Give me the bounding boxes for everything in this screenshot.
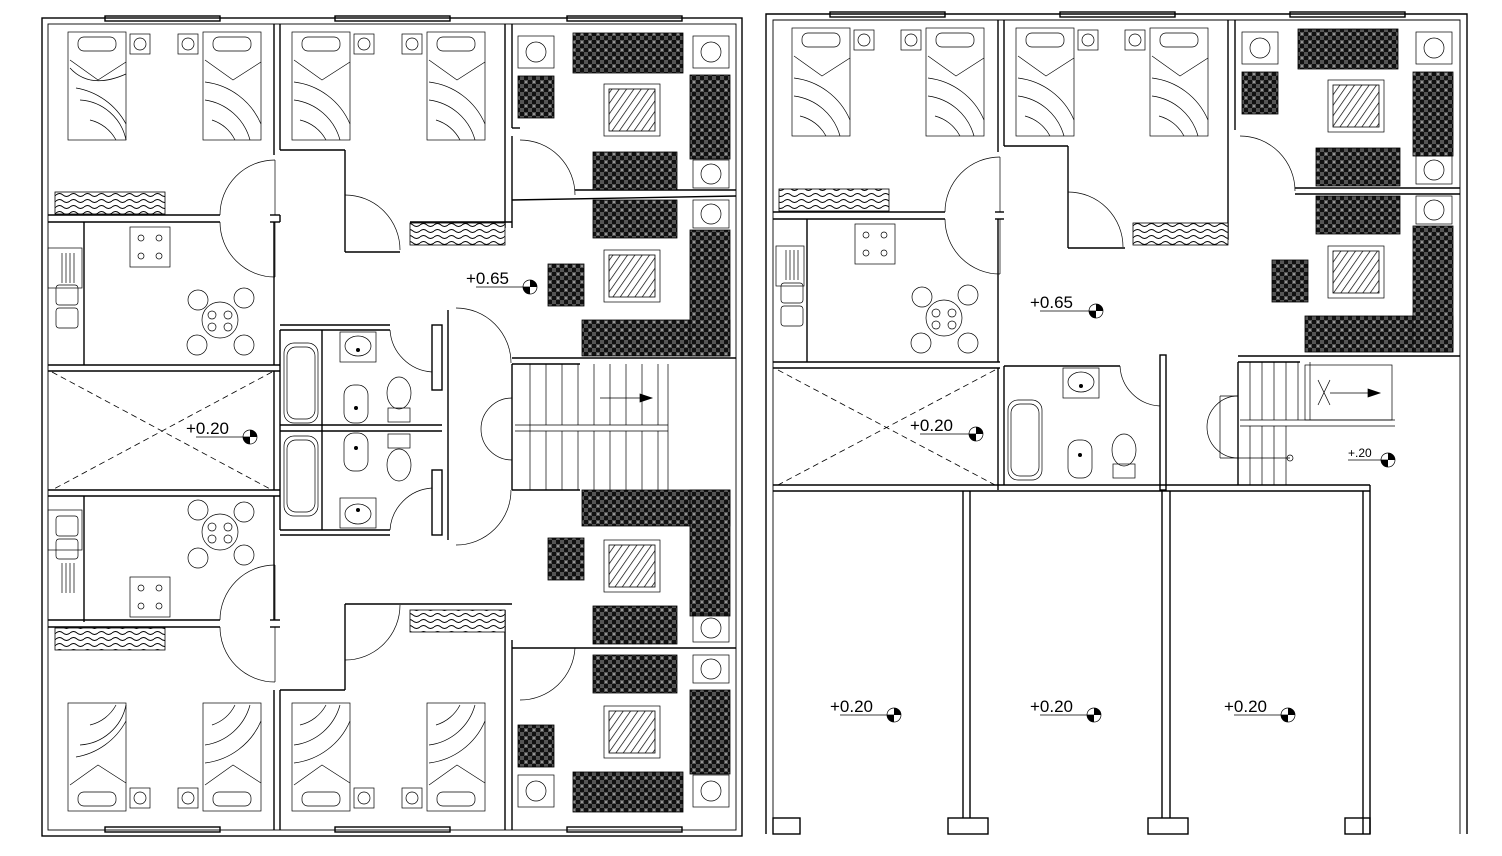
svg-text:+0.20: +0.20 <box>1224 697 1267 716</box>
bathtub-icon <box>283 435 319 517</box>
wardrobe-icon <box>778 188 890 212</box>
dining-table-icon <box>186 287 255 356</box>
window <box>566 826 683 833</box>
level-marker: +0.65 <box>466 269 538 295</box>
window <box>1059 11 1176 18</box>
armchair-icon <box>517 75 585 768</box>
svg-text:+0.65: +0.65 <box>466 269 509 288</box>
wardrobe-icon <box>1132 222 1229 246</box>
window <box>829 11 946 18</box>
level-marker: +0.20 <box>910 416 984 442</box>
bed-icon <box>791 27 1209 137</box>
svg-text:+0.20: +0.20 <box>186 419 229 438</box>
level-marker: +0.20 <box>830 697 902 723</box>
window <box>1289 11 1406 18</box>
coffee-table-icon <box>603 83 661 759</box>
dining-table-icon <box>910 284 979 354</box>
svg-text:+0.20: +0.20 <box>830 697 873 716</box>
wardrobe-icon <box>409 609 506 633</box>
window <box>566 15 683 22</box>
nightstand-icon <box>129 33 423 55</box>
nightstand-icon <box>129 787 423 809</box>
washbasin-icon <box>1062 367 1100 399</box>
toilet-icon <box>1111 433 1137 479</box>
hob-icon <box>129 226 171 268</box>
window <box>104 826 221 833</box>
sink-icon <box>780 282 804 327</box>
right-plan: +0.65 +0.20 +.20 +0.20 + <box>765 11 1468 835</box>
svg-text:+0.20: +0.20 <box>1030 697 1073 716</box>
washbasin-icon <box>339 497 377 529</box>
bidet-icon <box>1067 439 1093 479</box>
level-marker: +0.20 <box>186 419 258 445</box>
left-plan: +0.65 +0.20 <box>41 15 743 837</box>
right-outer-wall <box>765 13 1468 834</box>
nightstand-icon <box>853 29 1146 51</box>
window <box>104 15 221 22</box>
stair <box>1206 362 1395 485</box>
sofa-icon <box>572 32 731 813</box>
coffee-table-icon <box>1327 79 1385 299</box>
sink-icon <box>55 284 79 329</box>
left-inner-wall <box>47 23 737 831</box>
washbasin-icon <box>339 331 377 363</box>
svg-text:+0.20: +0.20 <box>910 416 953 435</box>
wardrobe-icon <box>409 222 506 246</box>
sofa-icon <box>1297 28 1454 353</box>
hob-icon <box>129 576 171 618</box>
svg-text:+0.65: +0.65 <box>1030 293 1073 312</box>
window <box>334 15 451 22</box>
bed-icon <box>67 31 486 141</box>
bidet-icon <box>343 384 369 472</box>
level-marker: +.20 <box>1348 446 1396 468</box>
hob-icon <box>854 223 896 265</box>
level-marker: +0.20 <box>1030 697 1102 723</box>
bed-icon <box>67 702 486 812</box>
side-table-icon <box>517 35 730 808</box>
level-marker: +0.20 <box>1224 697 1296 723</box>
stair <box>480 364 669 490</box>
left-outer-wall <box>41 17 743 837</box>
bathtub-icon <box>283 342 319 424</box>
wardrobe-icon <box>54 191 166 215</box>
armchair-icon <box>1241 71 1309 303</box>
window <box>334 826 451 833</box>
toilet-icon <box>386 376 412 482</box>
level-marker: +0.65 <box>1030 293 1104 319</box>
dining-table-icon <box>187 499 255 569</box>
bathtub-icon <box>1007 399 1043 481</box>
side-table-icon <box>1241 31 1453 225</box>
wardrobe-icon <box>54 627 166 651</box>
svg-text:+.20: +.20 <box>1348 446 1372 460</box>
sink-icon <box>55 515 79 560</box>
